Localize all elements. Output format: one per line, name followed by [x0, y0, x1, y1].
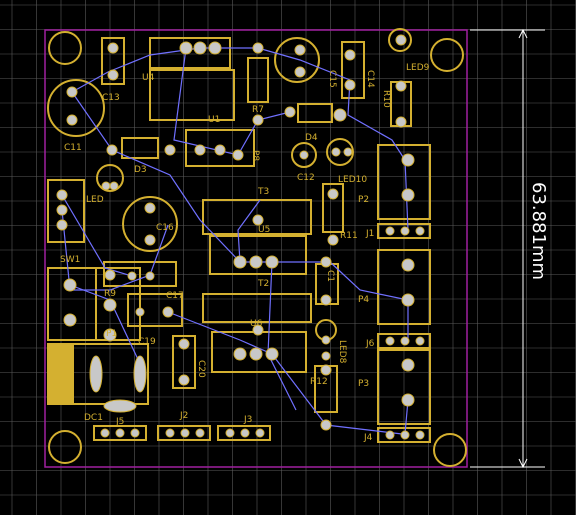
pad-layer — [56, 34, 425, 440]
label-t2: T2 — [257, 279, 269, 289]
label-dc1: DC1 — [84, 413, 103, 423]
label-j6: J6 — [365, 339, 375, 349]
label-j5: J5 — [115, 417, 124, 427]
label-r7: R7 — [252, 105, 264, 115]
mounting-hole-bl — [48, 430, 82, 464]
dimension-63mm[interactable] — [470, 28, 545, 469]
label-p2: P2 — [358, 195, 369, 205]
label-d4: D4 — [305, 133, 318, 143]
label-j1: J1 — [365, 229, 374, 239]
label-j4: J4 — [363, 433, 373, 443]
silkscreen-layer — [47, 28, 467, 467]
dimension-label: 63.881mm — [528, 182, 549, 280]
label-r12: R12 — [310, 377, 328, 387]
label-u4: U4 — [142, 73, 155, 83]
label-j3: J3 — [243, 415, 252, 425]
label-t3: T3 — [257, 187, 269, 197]
label-c12: C12 — [297, 173, 315, 183]
label-led10: LED10 — [338, 175, 367, 185]
label-c15: C15 — [327, 70, 337, 88]
label-c20: C20 — [196, 360, 206, 378]
label-u5: U5 — [258, 225, 270, 235]
label-c14: C14 — [365, 70, 375, 88]
label-d3: D3 — [134, 165, 147, 175]
label-c1: C1 — [325, 270, 335, 282]
mounting-hole-tl — [48, 31, 82, 65]
label-r10: R10 — [381, 90, 391, 108]
label-c13: C13 — [102, 93, 120, 103]
board-outline[interactable] — [44, 29, 468, 468]
label-led: LED — [86, 195, 104, 205]
label-led9: LED9 — [406, 63, 430, 73]
label-p3: P3 — [358, 379, 369, 389]
label-sw1: SW1 — [60, 255, 80, 265]
label-p4: P4 — [358, 295, 369, 305]
label-j2: J2 — [179, 411, 188, 421]
label-r11: R11 — [340, 231, 358, 241]
label-r9: R9 — [104, 289, 116, 299]
label-p1: P1 — [106, 329, 117, 339]
label-c17: C17 — [166, 291, 184, 301]
label-c19: C19 — [138, 337, 156, 347]
label-c16: C16 — [156, 223, 174, 233]
mounting-hole-tr — [430, 38, 464, 72]
label-c11: C11 — [64, 143, 82, 153]
label-p8: P8 — [250, 150, 260, 161]
label-u1: U1 — [208, 115, 220, 125]
mounting-hole-br — [433, 433, 467, 467]
label-u6: U6 — [250, 319, 263, 329]
label-led8: LED8 — [337, 340, 347, 364]
